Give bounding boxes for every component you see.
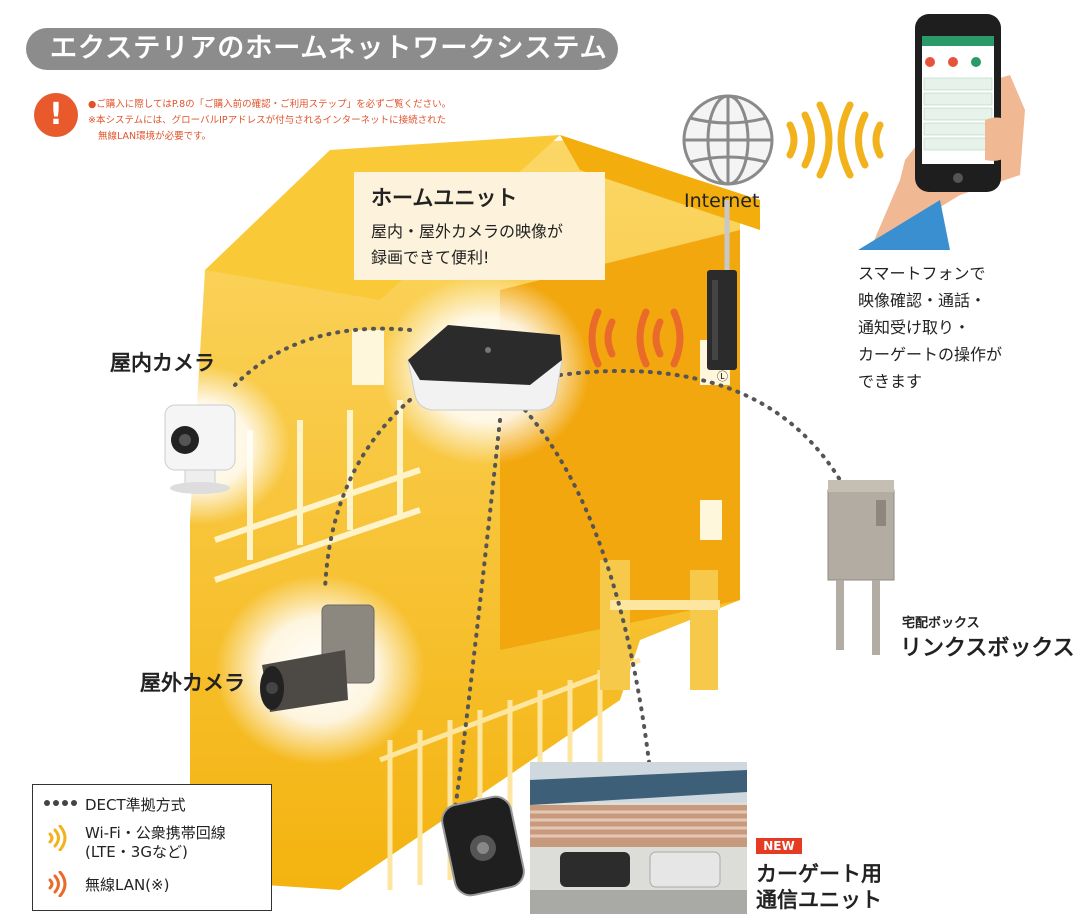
dotted-line-icon [44,800,77,806]
dect-connection-lines [233,326,842,812]
new-badge: NEW [756,838,802,854]
exclamation-icon: ! [34,93,78,137]
legend-wifi-label-1: Wi-Fi・公衆携帯回線 [85,824,226,842]
note-line-3: 無線LAN環境が必要です。 [98,131,212,142]
delivery-box-small-label: 宅配ボックス [902,616,980,631]
wifi-waves-yellow-icon [786,101,884,179]
wifi-waves-orange-icon [48,871,67,897]
legend-lan-label: 無線LAN(※) [85,876,170,894]
delivery-box-label: リンクスボックス [900,636,1075,661]
car-gate-label-1: カーゲート用 [756,862,882,886]
car-gate-unit-device [441,795,525,897]
delivery-box-illustration [827,480,895,655]
router-mark: Ⓛ [717,370,728,383]
note-line-2: ※本システムには、グローバルIPアドレスが付与されるインターネットに接続された [88,115,447,126]
legend-wifi-label-2: (LTE・3Gなど) [85,843,188,861]
wifi-waves-orange-icon [588,308,684,368]
internet-label: Internet [684,190,760,212]
legend: DECT準拠方式 Wi-Fi・公衆携帯回線 (LTE・3Gなど) 無線LAN(※… [32,784,272,911]
smartphone-desc-3: 通知受け取り・ [858,318,971,337]
home-unit-title: ホームユニット [371,186,518,210]
wifi-router-device [707,200,737,370]
note-line-1: ●ご購入に際してはP.8の「ご購入前の確認・ご利用ステップ」を必ずご覧ください。 [88,99,452,110]
outdoor-camera-label: 屋外カメラ [140,671,245,695]
car-gate-label-2: 通信ユニット [756,888,882,912]
legend-dect-label: DECT準拠方式 [85,796,186,814]
indoor-camera-device [164,404,236,494]
car-gate-photo [530,762,747,914]
wifi-waves-yellow-icon [48,825,67,851]
home-unit-device [407,325,563,411]
smartphone-desc-2: 映像確認・通話・ [858,291,987,310]
home-unit-desc-1: 屋内・屋外カメラの映像が [371,222,564,241]
indoor-camera-label: 屋内カメラ [110,351,215,375]
home-unit-callout [354,172,605,280]
outdoor-camera-device [260,604,375,712]
smartphone-desc-5: できます [858,372,923,391]
smartphone-illustration [858,14,1025,250]
page-title: エクステリアのホームネットワークシステム [26,28,618,70]
internet-globe-icon [682,94,774,186]
smartphone-desc-4: カーゲートの操作が [858,345,1003,364]
smartphone-desc-1: スマートフォンで [858,264,986,283]
home-unit-desc-2: 録画できて便利! [371,248,490,267]
